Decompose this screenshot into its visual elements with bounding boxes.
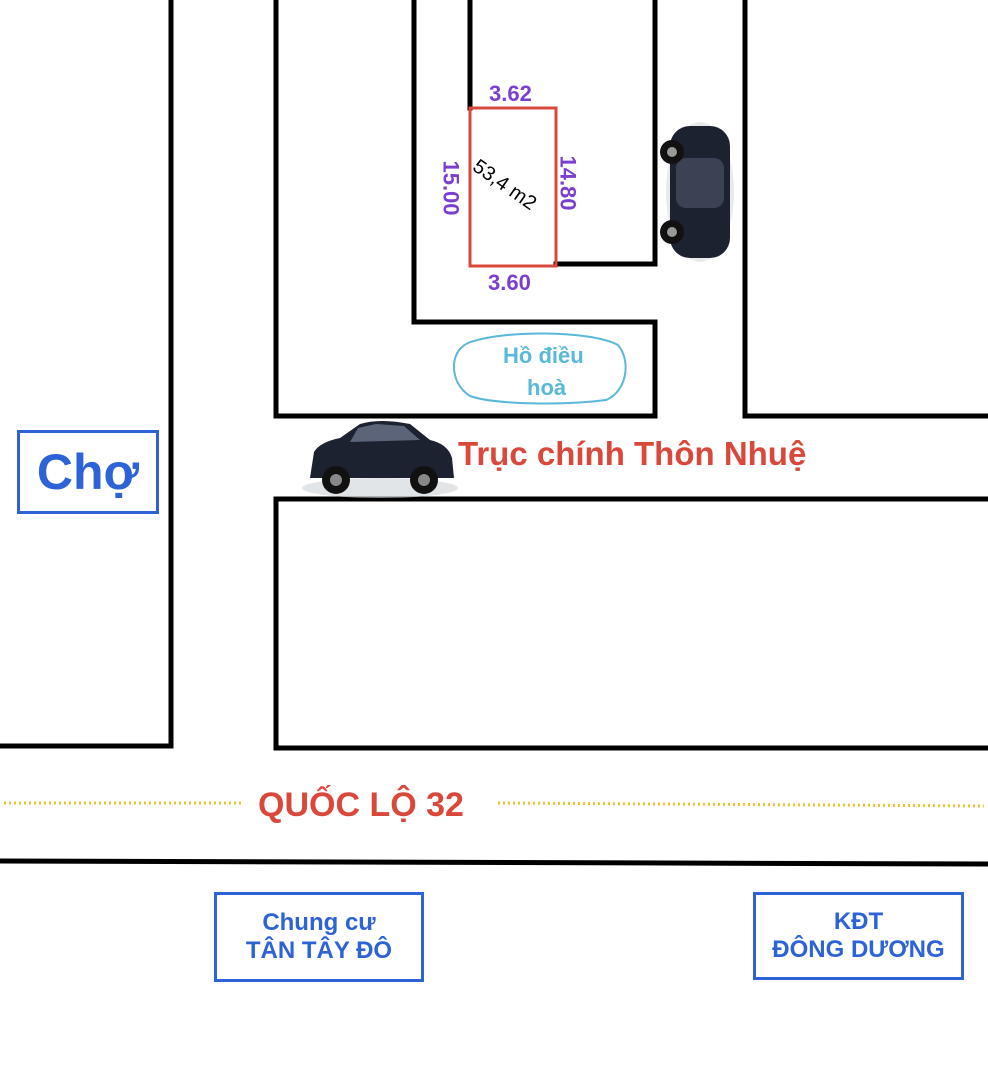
plot-right-length: 14.80 bbox=[555, 155, 581, 211]
lake-label-line2: hoà bbox=[527, 375, 567, 400]
highway-south-edge bbox=[0, 858, 988, 867]
highway-label: QUỐC LỘ 32 bbox=[258, 786, 464, 824]
main-road-label: Trục chính Thôn Nhuệ bbox=[458, 435, 807, 472]
block-middle-upper bbox=[273, 0, 658, 419]
market-box: Chợ bbox=[17, 430, 159, 514]
plot-top-width: 3.62 bbox=[489, 81, 532, 106]
block-plot-row-right bbox=[553, 0, 658, 267]
plot-outline bbox=[468, 106, 558, 268]
urban-area-label-line2: ĐÔNG DƯƠNG bbox=[772, 936, 945, 963]
car-icon bbox=[302, 421, 458, 498]
car-icon bbox=[660, 122, 734, 262]
plot-left-length: 15.00 bbox=[438, 160, 464, 216]
market-label: Chợ bbox=[36, 444, 140, 500]
urban-area-label-line1: KĐT bbox=[833, 908, 884, 935]
apartment-label-line2: TÂN TÂY ĐÔ bbox=[245, 937, 393, 964]
urban-area-box: KĐT ĐÔNG DƯƠNG bbox=[753, 892, 964, 980]
block-right-upper bbox=[742, 0, 988, 419]
apartment-label-line1: Chung cư bbox=[262, 909, 376, 936]
lake-label-line1: Hồ điều bbox=[503, 343, 584, 368]
highway-dots-right bbox=[497, 801, 985, 808]
block-left bbox=[0, 0, 174, 749]
lake-outline bbox=[453, 332, 627, 405]
plot-bottom-width: 3.60 bbox=[488, 270, 531, 295]
apartment-box: Chung cư TÂN TÂY ĐÔ bbox=[214, 892, 424, 982]
block-middle-lower bbox=[273, 496, 988, 751]
